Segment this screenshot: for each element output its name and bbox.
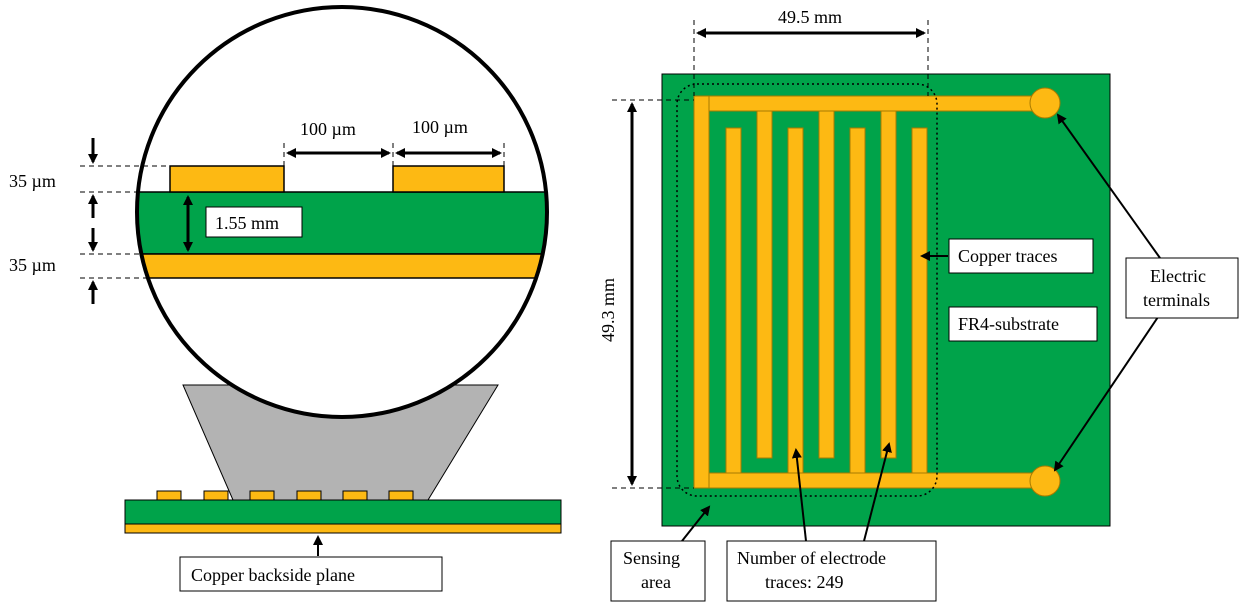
backside-label-box bbox=[179, 556, 443, 592]
electrode-finger bbox=[911, 127, 928, 474]
traces-count-label-line1: Number of electrode bbox=[737, 548, 886, 568]
cross-section-panel: 35 µm 35 µm 1.55 mm 100 µm 100 µm Copper… bbox=[9, 5, 562, 592]
board-backside-copper bbox=[124, 523, 562, 534]
terminals-box bbox=[1125, 257, 1239, 319]
traces-count-label-line2: traces: 249 bbox=[765, 572, 843, 592]
height-dimension-guides bbox=[612, 99, 694, 489]
electrode-finger bbox=[756, 110, 773, 459]
substrate-thickness-label: 1.55 mm bbox=[215, 213, 279, 233]
terminals-label-line1: Electric bbox=[1150, 266, 1206, 286]
board-trace bbox=[156, 490, 182, 501]
top-trace-thickness-label: 35 µm bbox=[9, 171, 56, 191]
top-view-panel: 49.5 mm 49.3 mm Copper traces FR4-substr… bbox=[598, 7, 1239, 602]
height-dimension-label: 49.3 mm bbox=[598, 278, 618, 342]
sensing-area-label-line2: area bbox=[641, 572, 671, 592]
magnified-trace-right bbox=[392, 165, 505, 193]
board-substrate bbox=[124, 499, 562, 525]
terminal-pad-icon bbox=[1029, 87, 1061, 119]
electrode-finger bbox=[880, 110, 897, 459]
trace-width-label: 100 µm bbox=[412, 117, 468, 137]
electrode-finger bbox=[818, 110, 835, 459]
magnified-substrate bbox=[137, 191, 547, 255]
top-bus-trace bbox=[693, 95, 1045, 112]
arrow-to-terminal-bottom bbox=[1053, 316, 1159, 472]
board-cross-section bbox=[124, 490, 562, 534]
arrow-to-trace-a bbox=[791, 448, 807, 542]
sensing-area-outline bbox=[676, 83, 938, 497]
sensing-area-label-line1: Sensing bbox=[623, 548, 680, 568]
electrode-finger bbox=[787, 127, 804, 474]
arrow-to-sensing-area bbox=[681, 505, 711, 542]
electrode-finger bbox=[849, 127, 866, 474]
arrow-to-terminal-top bbox=[1056, 113, 1161, 259]
board-trace bbox=[203, 490, 229, 501]
width-dimension-label: 49.5 mm bbox=[778, 7, 842, 27]
board-trace bbox=[388, 490, 414, 501]
board-trace bbox=[342, 490, 368, 501]
copper-traces-box bbox=[948, 238, 1094, 274]
terminal-pad-icon bbox=[1029, 465, 1061, 497]
sensing-area-box bbox=[610, 540, 706, 602]
traces-count-box bbox=[726, 540, 937, 602]
terminals-label-line2: terminals bbox=[1143, 290, 1210, 310]
substrate-thickness-box bbox=[205, 206, 303, 238]
thickness-guides bbox=[80, 165, 170, 279]
width-guides bbox=[283, 143, 505, 166]
magnifier-circle-outline bbox=[135, 5, 549, 419]
electrode-traces bbox=[693, 95, 1045, 489]
magnified-trace-left bbox=[169, 165, 285, 193]
bottom-bus-trace bbox=[693, 472, 1045, 489]
board-trace bbox=[296, 490, 322, 501]
magnified-backside-copper bbox=[137, 253, 547, 279]
electrode-finger bbox=[725, 127, 742, 474]
board-trace bbox=[249, 490, 275, 501]
fr4-substrate-label: FR4-substrate bbox=[958, 314, 1059, 334]
bottom-plane-thickness-label: 35 µm bbox=[9, 255, 56, 275]
trace-gap-label: 100 µm bbox=[300, 119, 356, 139]
fr4-substrate-box bbox=[948, 306, 1098, 342]
electrode-finger bbox=[693, 95, 710, 489]
arrow-to-trace-b bbox=[863, 442, 892, 542]
copper-traces-label: Copper traces bbox=[958, 246, 1057, 266]
backside-label: Copper backside plane bbox=[191, 565, 355, 585]
width-dimension-guides bbox=[693, 20, 929, 96]
